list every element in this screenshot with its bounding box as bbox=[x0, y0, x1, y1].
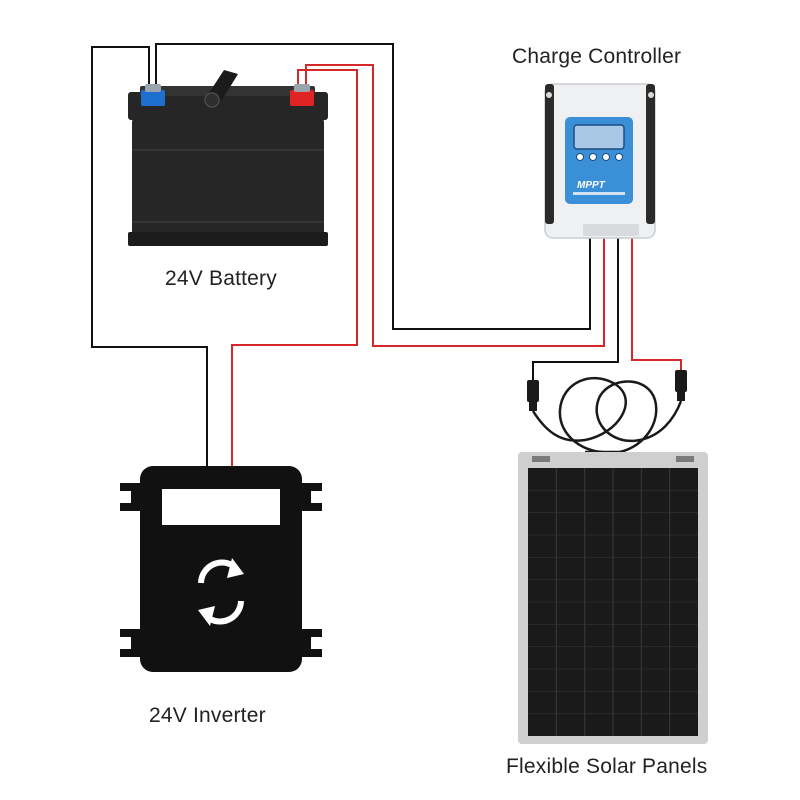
controller-buttons bbox=[576, 153, 623, 161]
battery-label: 24V Battery bbox=[165, 267, 277, 290]
wiring bbox=[91, 43, 682, 468]
battery-negative-terminal bbox=[141, 84, 165, 106]
controller-terminal-block bbox=[583, 224, 639, 236]
controller-left-fin bbox=[545, 84, 554, 224]
solar-panel bbox=[518, 452, 708, 744]
battery-base bbox=[128, 232, 328, 246]
battery-handle bbox=[207, 70, 238, 100]
controller-badge: MPPT bbox=[577, 180, 606, 191]
battery-handle-pivot bbox=[204, 92, 220, 108]
solar-panels-label: Flexible Solar Panels bbox=[506, 755, 708, 778]
panel-cable-left bbox=[531, 376, 627, 454]
panel-cell-grid bbox=[528, 468, 698, 736]
battery-body bbox=[132, 118, 324, 246]
inverter-label: 24V Inverter bbox=[149, 704, 266, 727]
battery-controller-positive-wire bbox=[305, 64, 605, 347]
controller-stripe bbox=[573, 192, 625, 195]
battery bbox=[128, 70, 328, 246]
pv-negative-wire bbox=[532, 238, 619, 384]
battery-positive-terminal bbox=[290, 84, 314, 106]
sync-arrows-icon bbox=[198, 558, 244, 626]
panel-junction-label bbox=[532, 456, 550, 462]
panel-junction-label-right bbox=[676, 456, 694, 462]
mount-hole bbox=[648, 92, 654, 98]
mc4-connector-right bbox=[675, 370, 687, 401]
mc4-connector-left bbox=[527, 380, 539, 411]
inverter bbox=[120, 466, 322, 672]
charge-controller: MPPT bbox=[544, 83, 656, 239]
battery-inverter-positive-wire bbox=[231, 69, 358, 468]
battery-inverter-negative-wire bbox=[91, 46, 208, 468]
controller-lcd bbox=[573, 124, 625, 150]
controller-right-fin bbox=[646, 84, 655, 224]
mc4-cable-loop-icon bbox=[527, 370, 687, 463]
battery-lid bbox=[128, 92, 328, 120]
battery-controller-negative-wire bbox=[155, 43, 591, 330]
inverter-display bbox=[162, 489, 280, 525]
charge-controller-label: Charge Controller bbox=[512, 45, 682, 68]
mount-hole bbox=[546, 92, 552, 98]
pv-positive-wire bbox=[631, 238, 682, 372]
panel-cable-right bbox=[595, 380, 683, 454]
